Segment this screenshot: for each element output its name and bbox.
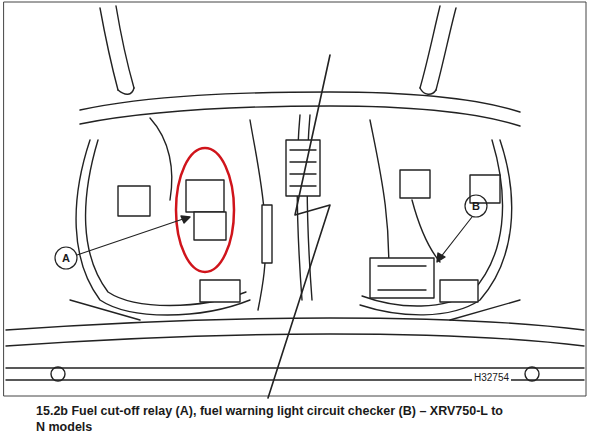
leader-line [77, 218, 186, 255]
fuel-cut-off-relay [186, 180, 224, 212]
callout-circle [465, 195, 487, 217]
callout-letter: A [56, 248, 76, 268]
figure-caption: 15.2b Fuel cut-off relay (A), fuel warni… [36, 404, 506, 435]
callout-letter: B [466, 196, 486, 216]
highlight-ellipse [176, 148, 234, 272]
wiring-harness [76, 115, 512, 315]
break-line [268, 55, 330, 398]
callout-circle [55, 247, 77, 269]
leader-arrowhead [181, 216, 190, 223]
leader-line [440, 217, 472, 258]
illustration-frame [4, 2, 586, 396]
leader-arrowhead [437, 253, 445, 262]
figure-reference: H32754 [472, 372, 511, 383]
relay-blocks [118, 140, 500, 302]
frame-tubes [6, 6, 584, 381]
fuel-warning-light-circuit-checker [370, 258, 434, 298]
